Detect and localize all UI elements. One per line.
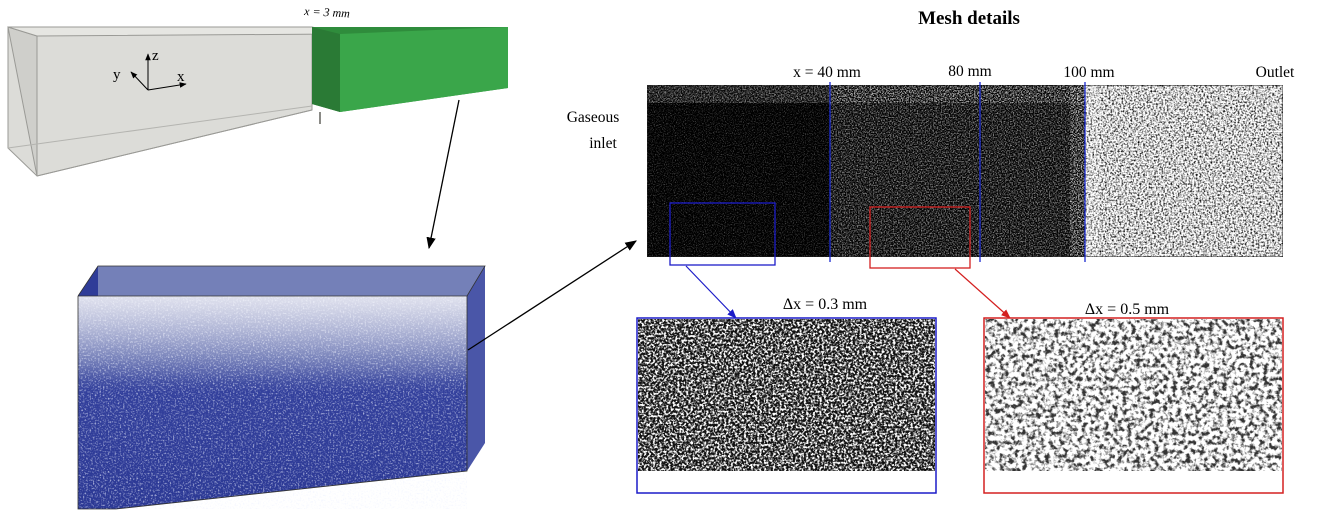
inlet-label-line2: inlet [589,135,617,152]
mesh-strip [647,85,1283,257]
figure-title: Mesh details [918,8,1020,29]
arrow-mesh-to-strip [467,240,637,351]
outlet-label: Outlet [1256,64,1295,81]
selection-box-fine [669,202,776,266]
zoom-coarse-label: Δx = 0.5 mm [1085,301,1170,318]
zoom-panel-coarse [983,317,1284,494]
selection-box-coarse [869,206,971,269]
position-label: x = 3 mm [303,4,351,20]
arrow-block-to-mesh [426,99,460,250]
zoom-fine-label: Δx = 0.3 mm [783,296,868,313]
inlet-label-line1: Gaseous [567,109,620,126]
axis-z-label: z [152,48,159,64]
zoom-panel-fine [636,317,937,494]
domain-block-3d: z y x x = 3 mm [7,4,508,177]
grey-front-face [7,26,313,177]
grey-top-face [7,26,341,37]
arrow-to-zoom-coarse [954,268,1011,319]
marker-label-80mm: 80 mm [948,63,992,80]
green-end-face [312,27,340,112]
mesh-top-face [78,266,485,296]
axis-y-label: y [113,67,121,83]
marker-label-100mm: 100 mm [1063,64,1114,81]
axes-triad: z y x [113,48,187,91]
marker-label-40mm: x = 40 mm [793,64,861,81]
axis-x-label: x [177,69,185,85]
arrow-to-zoom-fine [685,265,737,319]
mesh-block-3d [77,265,486,510]
green-front-face [340,27,508,112]
